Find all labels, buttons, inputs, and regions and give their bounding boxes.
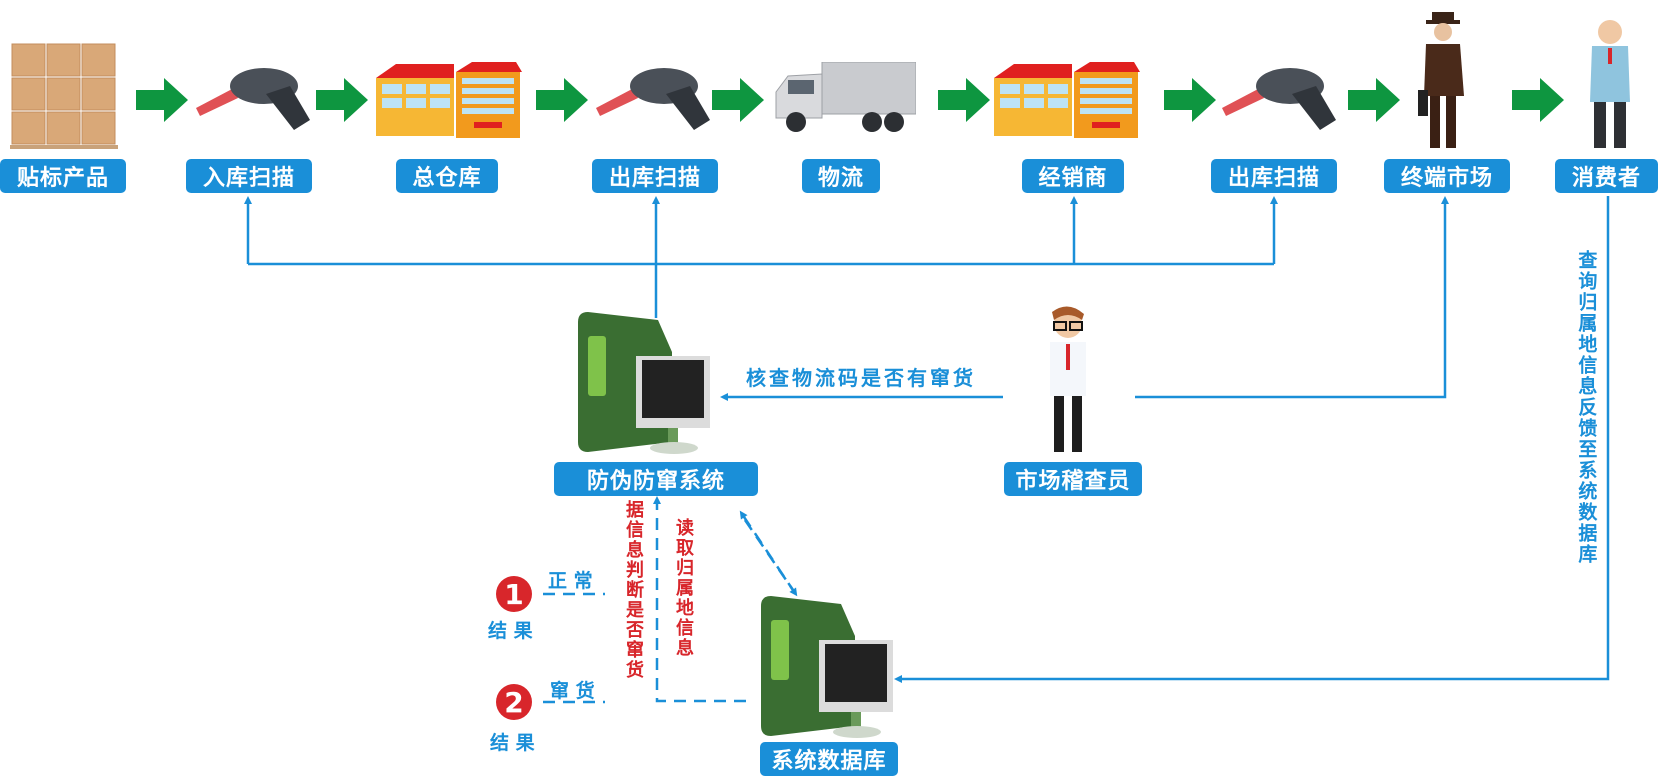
result-1-value: 正 常 (548, 570, 593, 592)
database-server-icon (761, 596, 893, 738)
step-label-dealer: 经销商 (1022, 159, 1124, 193)
step-label-outbound-scan-2: 出库扫描 (1211, 159, 1337, 193)
businessman-icon (1418, 12, 1464, 148)
step-label-labeled-product: 贴标产品 (0, 159, 126, 193)
warehouse-building-icon (376, 62, 522, 138)
computer-server-icon (578, 312, 710, 454)
barcode-scanner-icon (196, 68, 310, 130)
step-label-terminal-market: 终端市场 (1384, 159, 1510, 193)
judge-annotation: 据信息判断是否窜货 (623, 500, 644, 680)
read-location-annotation: 读取归属地信息 (673, 518, 694, 658)
step-label-main-warehouse: 总仓库 (396, 159, 498, 193)
step-label-inbound-scan: 入库扫描 (186, 159, 312, 193)
barcode-scanner-icon (596, 68, 710, 130)
database-label: 系统数据库 (760, 742, 898, 776)
result-2-value: 窜 货 (550, 680, 595, 702)
consumer-person-icon (1590, 20, 1630, 148)
step-label-logistics: 物流 (802, 159, 880, 193)
result-2-badge: 2 (496, 684, 532, 720)
result-1-caption: 结 果 (488, 620, 533, 642)
result-1-badge: 1 (496, 576, 532, 612)
flow-arrow-icon (136, 78, 188, 122)
wire-consumer-to-database (894, 196, 1610, 683)
inspector-label: 市场稽查员 (1004, 462, 1142, 496)
result-2-caption: 结 果 (490, 732, 535, 754)
barcode-scanner-icon (1222, 68, 1336, 130)
wire-inspector-to-market (1135, 196, 1449, 399)
flow-arrow-icon (1348, 78, 1400, 122)
dealer-building-icon (994, 62, 1140, 138)
flow-arrow-icon (938, 78, 990, 122)
consumer-query-annotation: 查询归属地信息反馈至系统数据库 (1575, 250, 1598, 565)
delivery-truck-icon (775, 62, 916, 132)
product-boxes-icon (10, 43, 118, 149)
flow-arrow-icon (1512, 78, 1564, 122)
flow-arrow-icon (536, 78, 588, 122)
flow-arrow-icon (712, 78, 764, 122)
inspector-person-icon (1050, 306, 1086, 452)
step-label-consumer: 消费者 (1555, 159, 1658, 193)
step-label-outbound-scan-1: 出库扫描 (592, 159, 718, 193)
system-label: 防伪防窜系统 (554, 462, 758, 496)
flow-arrow-icon (1164, 78, 1216, 122)
check-code-annotation: 核查物流码是否有窜货 (746, 366, 976, 390)
flow-arrow-icon (316, 78, 368, 122)
dashed-database-to-system (653, 496, 746, 703)
